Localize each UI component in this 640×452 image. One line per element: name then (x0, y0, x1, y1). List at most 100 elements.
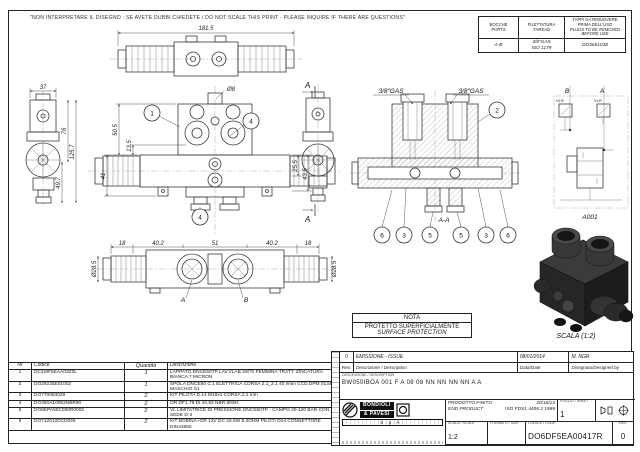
balloon-callout: 1 (143, 104, 181, 128)
sheet-cell: FOGLIO / SHEET 1 (558, 400, 596, 423)
dimension-label: 37 (40, 85, 47, 91)
part-code: DO350A10062NBR90 (31, 399, 125, 408)
disclaimer-text: "NON INTERPRETARE IL DISEGNO : SE AVETE … (30, 15, 406, 21)
margin-strip (331, 351, 339, 446)
balloon-callout: 6 3 5 5 3 6 (373, 187, 517, 244)
part-desc: KIT PILOTA D.14 M18x1 CORSA 2.1 mm (167, 392, 344, 401)
dimension-label: 18 (305, 241, 312, 247)
table-header-row: Nr Codice Quantità Descrizione (8, 361, 344, 371)
cleanliness-standard: ISO FDS1 4406.2 1999 (505, 407, 555, 413)
svg-text:5: 5 (459, 233, 463, 240)
part-qty: 2 (124, 418, 168, 432)
schematic-port-b-label: B (565, 88, 570, 95)
logo-emblem-icon (342, 402, 358, 418)
part-desc: OR DF1.78 DI 10,82 NBR 90SH (167, 399, 344, 408)
revision-date: 08/01/2014 (517, 352, 570, 364)
section-view-aa: A-A 3/8"GAS 3/8"GAS 2 6 3 5 5 3 6 (350, 88, 520, 244)
dimension-label: 51 (212, 241, 219, 247)
header-qty: Quantità (124, 361, 168, 371)
desc-col-header: Descrizione / Description (353, 363, 518, 374)
sheet-value: 1 (560, 409, 565, 419)
port-a-label: A (180, 297, 185, 304)
schematic-code-label: A001 (581, 214, 598, 221)
cleanliness-code: 20/16/13 (536, 401, 555, 407)
part-nr: 2 (8, 380, 32, 394)
part-code: DO712012DCD026 (31, 418, 125, 432)
company-name-line1: BONDIOLI (360, 402, 394, 410)
vlr-label: VLR (556, 98, 564, 103)
table-row: 5 DO6KPA50C000R0002 2 VL LIMITATRICE DI … (8, 406, 344, 420)
balloon-callout: 2 (477, 101, 506, 123)
revision-number: 0 (340, 352, 354, 364)
parts-table: Nr Codice Quantità Descrizione 1 DC4WF5E… (8, 361, 344, 432)
ports-value: A-B (478, 38, 519, 54)
revision-description: EMISSIONE - ISSUE (353, 352, 518, 364)
svg-text:3: 3 (402, 233, 406, 240)
company-name-line3: S.p.A. (342, 419, 443, 427)
part-code: DO29225E01002 (31, 380, 125, 394)
title-block: 0 EMISSIONE - ISSUE 08/01/2014 M. NGR Re… (331, 351, 635, 446)
part-qty: 2 (124, 406, 168, 420)
dimension-label: 41 (101, 173, 107, 180)
dimension-label: 43.5 (303, 168, 309, 180)
projection-cell (596, 400, 633, 423)
dimension-label: 25.5 (293, 160, 299, 173)
bottom-view: 18 40.2 51 40.2 18 Ø28.5 Ø28.5 A B (92, 241, 338, 304)
dimension-label: 50.5 (113, 124, 119, 136)
dimension-label: 49.7 (56, 177, 62, 189)
part-qty: 2 (124, 399, 168, 408)
table-row: 6 DO712012DCD026 2 KIT BOBINA+OR 12V DC … (8, 418, 344, 432)
dimension-label: Ø28.5 (332, 260, 338, 278)
side-view-section: A A (301, 81, 335, 224)
format-cell: FORMATO / SIZE (488, 422, 526, 445)
scale-label: SCALA / SCALE (448, 422, 475, 426)
part-code: DO770063029 (31, 392, 125, 401)
schematic-port-a-label: A (599, 88, 604, 95)
dimension-label: 13.5 (127, 140, 133, 152)
vlr-label: VLR (594, 98, 602, 103)
thread-label: 3/8"GAS (458, 88, 484, 95)
render-scale-caption: SCALA (1:2) (556, 333, 595, 340)
table-row: 2 DO29225E01002 1 SPOLA DNCE50 C.1 ELETT… (8, 380, 344, 394)
plug-code-value: DO3661038 (564, 38, 626, 54)
header-desc: Descrizione (167, 361, 344, 371)
part-nr: 1 (8, 369, 32, 382)
fine-print-strip (342, 440, 443, 444)
product-label-en: END PRODUCT (448, 407, 484, 413)
thread-label: 3/8"GAS (378, 88, 404, 95)
code-cell: CODICE / CODE DO6DF5EA00417R (526, 422, 613, 445)
front-view: Ø8 50.5 13.5 41 25.5 43.5 1 4 4 (88, 86, 340, 235)
part-nr: 4 (8, 399, 32, 408)
svg-text:5: 5 (428, 233, 432, 240)
balloon-callout: 4 (191, 207, 209, 226)
dimension-label: 76 (62, 127, 68, 134)
surface-protection-note: NOTA PROTETTO SUPERFICIALMENTE SURFACE P… (352, 313, 472, 338)
company-logo: BONDIOLI & PAVESI S.p.A. (340, 400, 446, 445)
part-qty: 1 (124, 369, 168, 382)
description-label: DESCRIZIONE / DESCRIPTION (342, 373, 395, 378)
rev-value: 0 (620, 431, 626, 441)
sheet-label: FOGLIO / SHEET (560, 400, 589, 404)
header-code: Codice (31, 361, 125, 371)
dimension-label: Ø28.5 (92, 260, 98, 278)
product-label-it: PRODOTTO FINITO (448, 401, 493, 407)
table-row: 4 DO350A10062NBR90 2 OR DF1.78 DI 10,82 … (8, 399, 344, 408)
part-code: DC4WF5EAA03Z0L (31, 369, 125, 382)
description-area: DESCRIZIONE / DESCRIPTION BW050IBOA 001 … (340, 373, 635, 401)
svg-text:6: 6 (506, 233, 510, 240)
part-qty: 2 (124, 392, 168, 401)
part-nr: 5 (8, 406, 32, 420)
dimension-label: Ø8 (226, 87, 236, 93)
revision-row: 0 EMISSIONE - ISSUE 08/01/2014 M. NGR (340, 352, 633, 364)
rev-cell: REV. 0 (613, 422, 633, 445)
part-nr: 3 (8, 392, 32, 401)
by-col-header: Disegnato/Designed by (569, 363, 633, 374)
svg-text:4: 4 (198, 215, 202, 222)
